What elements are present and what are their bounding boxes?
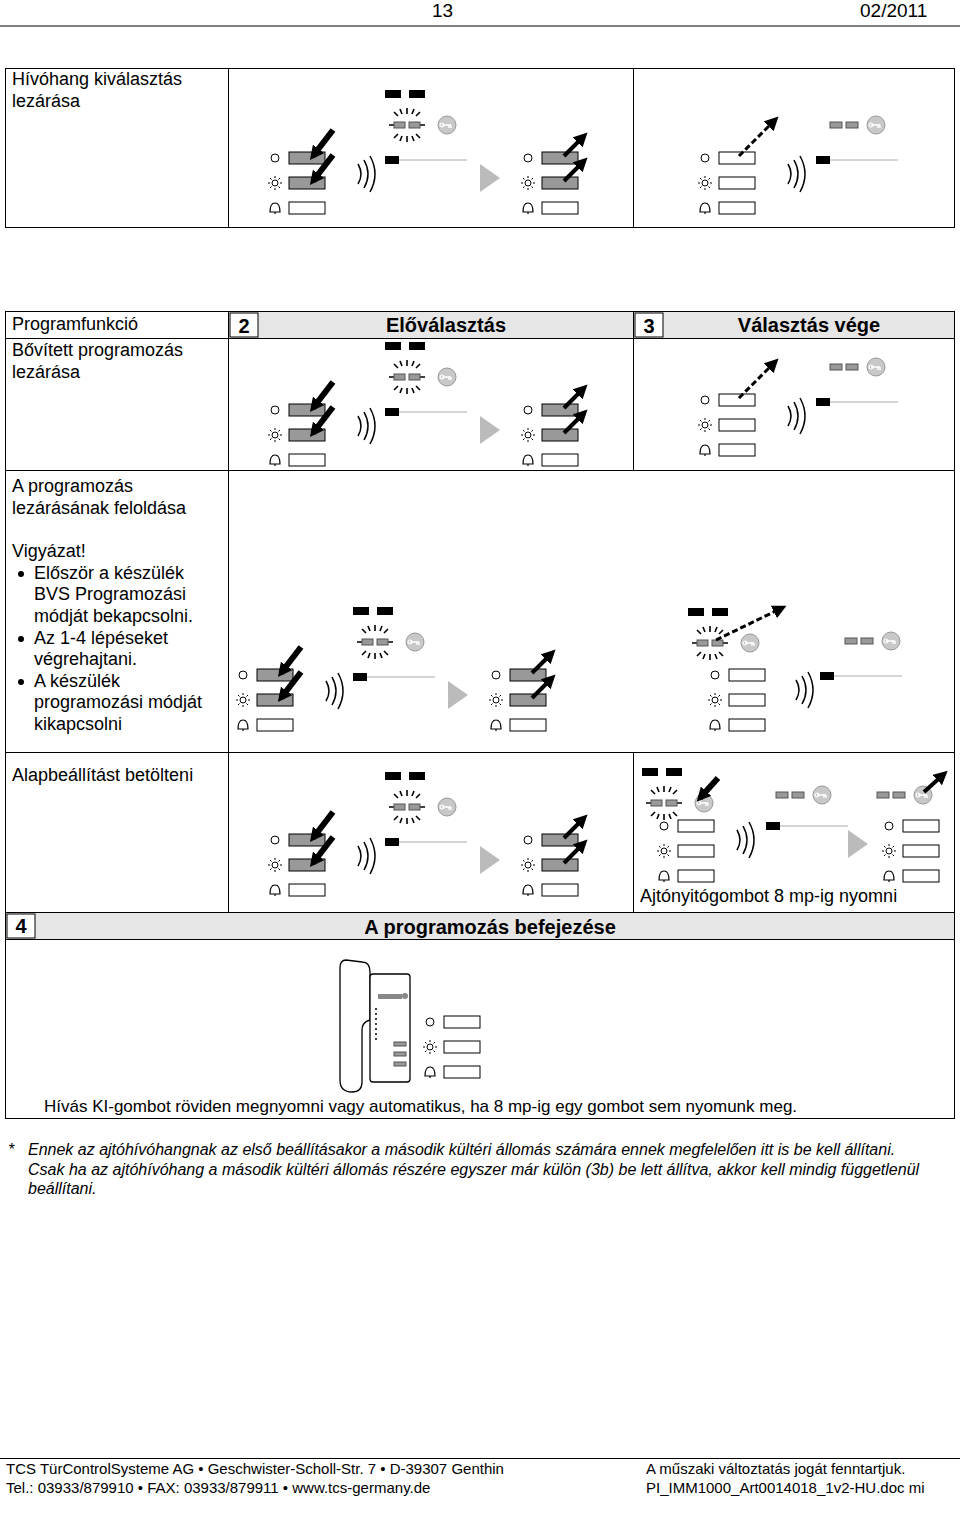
footnote-mark: *: [8, 1140, 24, 1159]
footnote-text: Ennek az ajtóhívóhangnak az első beállít…: [28, 1140, 953, 1159]
warning-title: Vigyázat!: [12, 541, 224, 563]
step-number: 3: [635, 314, 663, 338]
page-date: 02/2011: [860, 0, 955, 23]
row-label: Alapbeállítást betölteni: [12, 765, 224, 787]
warning-item: Az 1-4 lépéseket végrehajtani.: [34, 628, 224, 671]
action-note: Ajtónyitógombot 8 mp-ig nyomni: [640, 886, 950, 908]
footer-rights: A műszaki változtatás jogát fenntartjuk.: [646, 1460, 956, 1478]
footer-contact: Tel.: 03933/879910 • FAX: 03933/879911 •…: [6, 1479, 606, 1497]
bullet-dot: [18, 679, 24, 685]
step-title: Választás vége: [666, 313, 952, 337]
row-label: Hívóhang kiválasztás lezárása: [12, 69, 224, 112]
footer-docname: PI_IMM1000_Art0014018_1v2-HU.doc mi: [646, 1479, 956, 1497]
row-label: Bővített programozás lezárása: [12, 340, 224, 383]
footer-address: TCS TürControlSysteme AG • Geschwister-S…: [6, 1460, 606, 1478]
warning-item: Először a készülék BVS Programozási módj…: [34, 563, 224, 628]
page-number: 13: [432, 0, 472, 23]
step-number: 4: [7, 914, 35, 938]
step-number: 2: [230, 314, 258, 338]
column-header: Programfunkció: [12, 314, 224, 336]
final-note: Hívás KI-gombot röviden megnyomni vagy a…: [44, 1097, 949, 1117]
bullet-dot: [18, 571, 24, 577]
step-title: Előválasztás: [262, 313, 630, 337]
step-title: A programozás befejezése: [230, 915, 750, 939]
warning-item: A készülék programozási módját kikapcsol…: [34, 671, 224, 736]
bullet-dot: [18, 636, 24, 642]
footnote-text: Csak ha az ajtóhívóhang a második kültér…: [28, 1160, 953, 1198]
row-label: A programozás lezárásának feloldása: [12, 476, 224, 519]
